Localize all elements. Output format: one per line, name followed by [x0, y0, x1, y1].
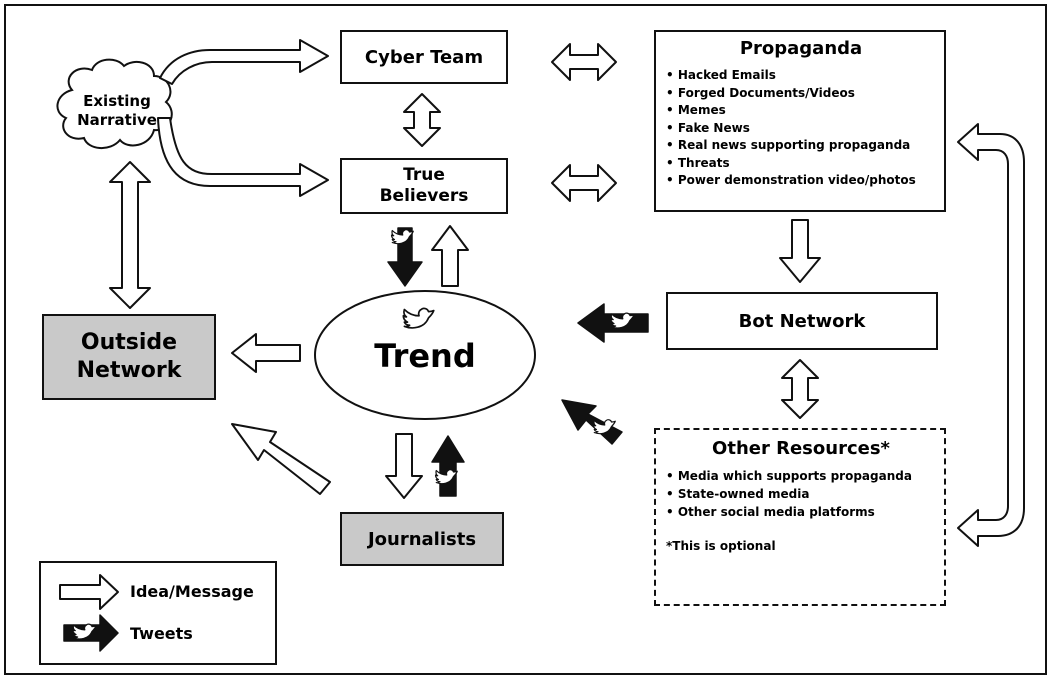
- legend-tweets-label: Tweets: [130, 624, 193, 643]
- arrow-true-believers-propaganda: [551, 164, 617, 202]
- outside-network-label: Outside Network: [76, 330, 182, 383]
- propaganda-list: Hacked Emails Forged Documents/Videos Me…: [666, 67, 936, 190]
- propaganda-box: Propaganda Hacked Emails Forged Document…: [654, 30, 946, 212]
- arrow-cyber-team-true-believers: [403, 93, 441, 147]
- other-resources-box: Other Resources* Media which supports pr…: [654, 428, 946, 606]
- propaganda-item: Power demonstration video/photos: [666, 172, 936, 190]
- arrow-bot-network-other-resources: [781, 359, 819, 419]
- propaganda-item: Fake News: [666, 120, 936, 138]
- other-resources-item: State-owned media: [666, 485, 936, 503]
- diagram-frame: [4, 4, 1047, 675]
- journalists-box: Journalists: [340, 512, 504, 566]
- other-resources-title: Other Resources*: [712, 438, 890, 459]
- true-believers-box: True Believers: [340, 158, 508, 214]
- propaganda-item: Memes: [666, 102, 936, 120]
- outside-network-box: Outside Network: [42, 314, 216, 400]
- existing-narrative-label: Existing Narrative: [77, 92, 157, 129]
- arrow-journalists-to-outside-network: [231, 423, 331, 495]
- trend-ellipse: [314, 290, 536, 420]
- open-arrow-icon: [59, 574, 119, 610]
- legend-box: [39, 561, 277, 665]
- journalists-label: Journalists: [367, 528, 477, 550]
- other-resources-note: *This is optional: [666, 539, 776, 553]
- cyber-team-box: Cyber Team: [340, 30, 508, 84]
- arrow-trend-to-outside-network: [231, 333, 301, 373]
- propaganda-item: Threats: [666, 155, 936, 173]
- legend-idea-label: Idea/Message: [130, 582, 254, 601]
- arrow-propaganda-other-resources: [957, 123, 1025, 547]
- propaganda-item: Real news supporting propaganda: [666, 137, 936, 155]
- propaganda-item: Forged Documents/Videos: [666, 85, 936, 103]
- true-believers-label: True Believers: [379, 165, 469, 206]
- other-resources-item: Media which supports propaganda: [666, 467, 936, 485]
- arrow-trend-to-journalists: [385, 433, 423, 499]
- propaganda-title: Propaganda: [739, 38, 863, 59]
- arrow-narrative-to-true-believers: [157, 117, 329, 197]
- cyber-team-label: Cyber Team: [364, 46, 484, 68]
- arrow-trend-to-believers: [431, 225, 469, 287]
- arrow-cyber-team-propaganda: [551, 43, 617, 81]
- bot-network-box: Bot Network: [666, 292, 938, 350]
- other-resources-list: Media which supports propaganda State-ow…: [666, 467, 936, 521]
- arrow-narrative-to-cyber-team: [159, 39, 329, 85]
- trend-label: Trend: [374, 337, 476, 375]
- arrow-propaganda-to-bot-network: [779, 219, 821, 283]
- other-resources-item: Other social media platforms: [666, 503, 936, 521]
- tweet-arrow-other-resources-to-trend: [561, 399, 623, 445]
- tweet-arrow-journalists-to-trend: [431, 435, 465, 497]
- arrow-narrative-outside-network: [109, 161, 151, 309]
- propaganda-item: Hacked Emails: [666, 67, 936, 85]
- bot-network-label: Bot Network: [738, 310, 866, 332]
